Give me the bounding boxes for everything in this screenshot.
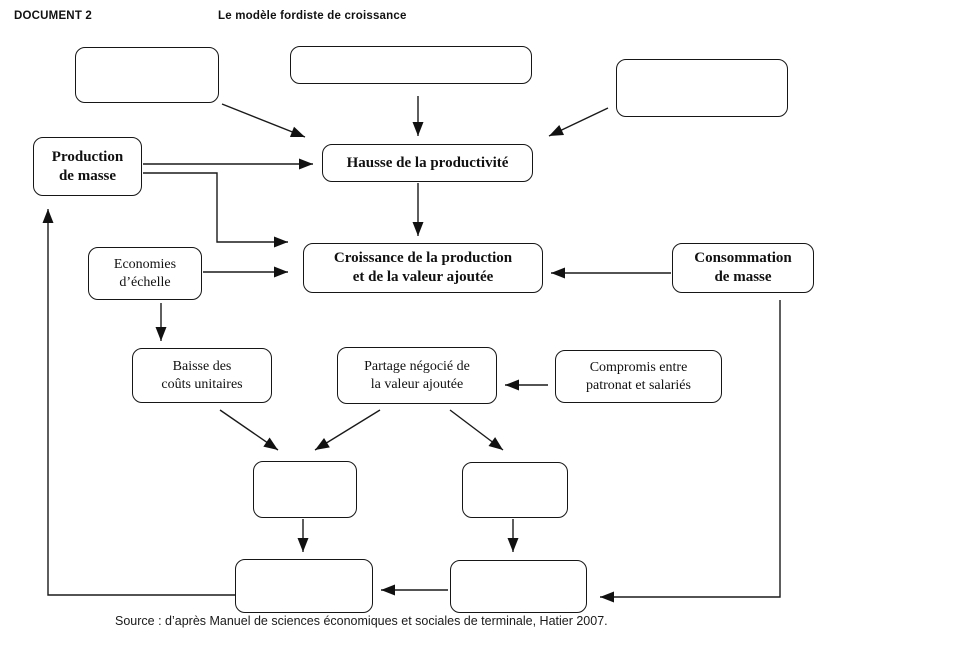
blank-box-4	[253, 461, 357, 518]
document-label: DOCUMENT 2	[14, 10, 93, 22]
box-label: patronat et salariés	[586, 377, 691, 393]
box-partage-negocie: Partage négocié de la valeur ajoutée	[337, 347, 497, 404]
blank-box-7	[450, 560, 587, 613]
page-title: Le modèle fordiste de croissance	[218, 10, 407, 22]
box-label: Hausse de la productivité	[346, 154, 509, 171]
box-economies-echelle: Economies d’échelle	[88, 247, 202, 300]
box-label: Production	[51, 148, 124, 165]
blank-box-1	[75, 47, 219, 103]
source-caption: Source : d’après Manuel de sciences écon…	[115, 614, 608, 628]
blank-box-3	[616, 59, 788, 117]
box-label: et de la valeur ajoutée	[352, 269, 494, 285]
box-label: Partage négocié de	[364, 359, 470, 374]
arrow-baisse-to-blank4	[219, 409, 279, 451]
box-label: Economies	[113, 257, 177, 272]
box-label: de masse	[714, 269, 772, 285]
box-label: Consommation	[694, 250, 792, 267]
box-label: de masse	[58, 167, 117, 184]
blank-box-2	[290, 46, 532, 84]
box-croissance-production: Croissance de la production et de la val…	[303, 243, 543, 293]
box-label: Compromis entre	[589, 360, 688, 375]
box-baisse-couts: Baisse des coûts unitaires	[132, 348, 272, 403]
box-label: d’échelle	[119, 274, 171, 290]
box-consommation-de-masse: Consommation de masse	[672, 243, 814, 293]
arrow-partage-to-blank5	[449, 409, 504, 451]
arrow-partage-to-blank4	[314, 409, 381, 451]
arrow-consommation-to-blank7	[600, 300, 781, 603]
box-label: la valeur ajoutée	[370, 376, 464, 392]
box-label: Croissance de la production	[333, 250, 513, 267]
box-production-de-masse: Production de masse	[33, 137, 142, 196]
arrow-blank1-to-hausse	[221, 103, 306, 138]
box-hausse-productivite: Hausse de la productivité	[322, 144, 533, 182]
arrow-production-to-croissance	[143, 172, 288, 248]
blank-box-5	[462, 462, 568, 518]
arrow-feedback-to-production	[42, 209, 235, 596]
blank-box-6	[235, 559, 373, 613]
box-label: Baisse des	[172, 359, 232, 374]
box-compromis: Compromis entre patronat et salariés	[555, 350, 722, 403]
arrow-blank3-to-hausse	[548, 107, 609, 137]
box-label: coûts unitaires	[161, 376, 243, 392]
